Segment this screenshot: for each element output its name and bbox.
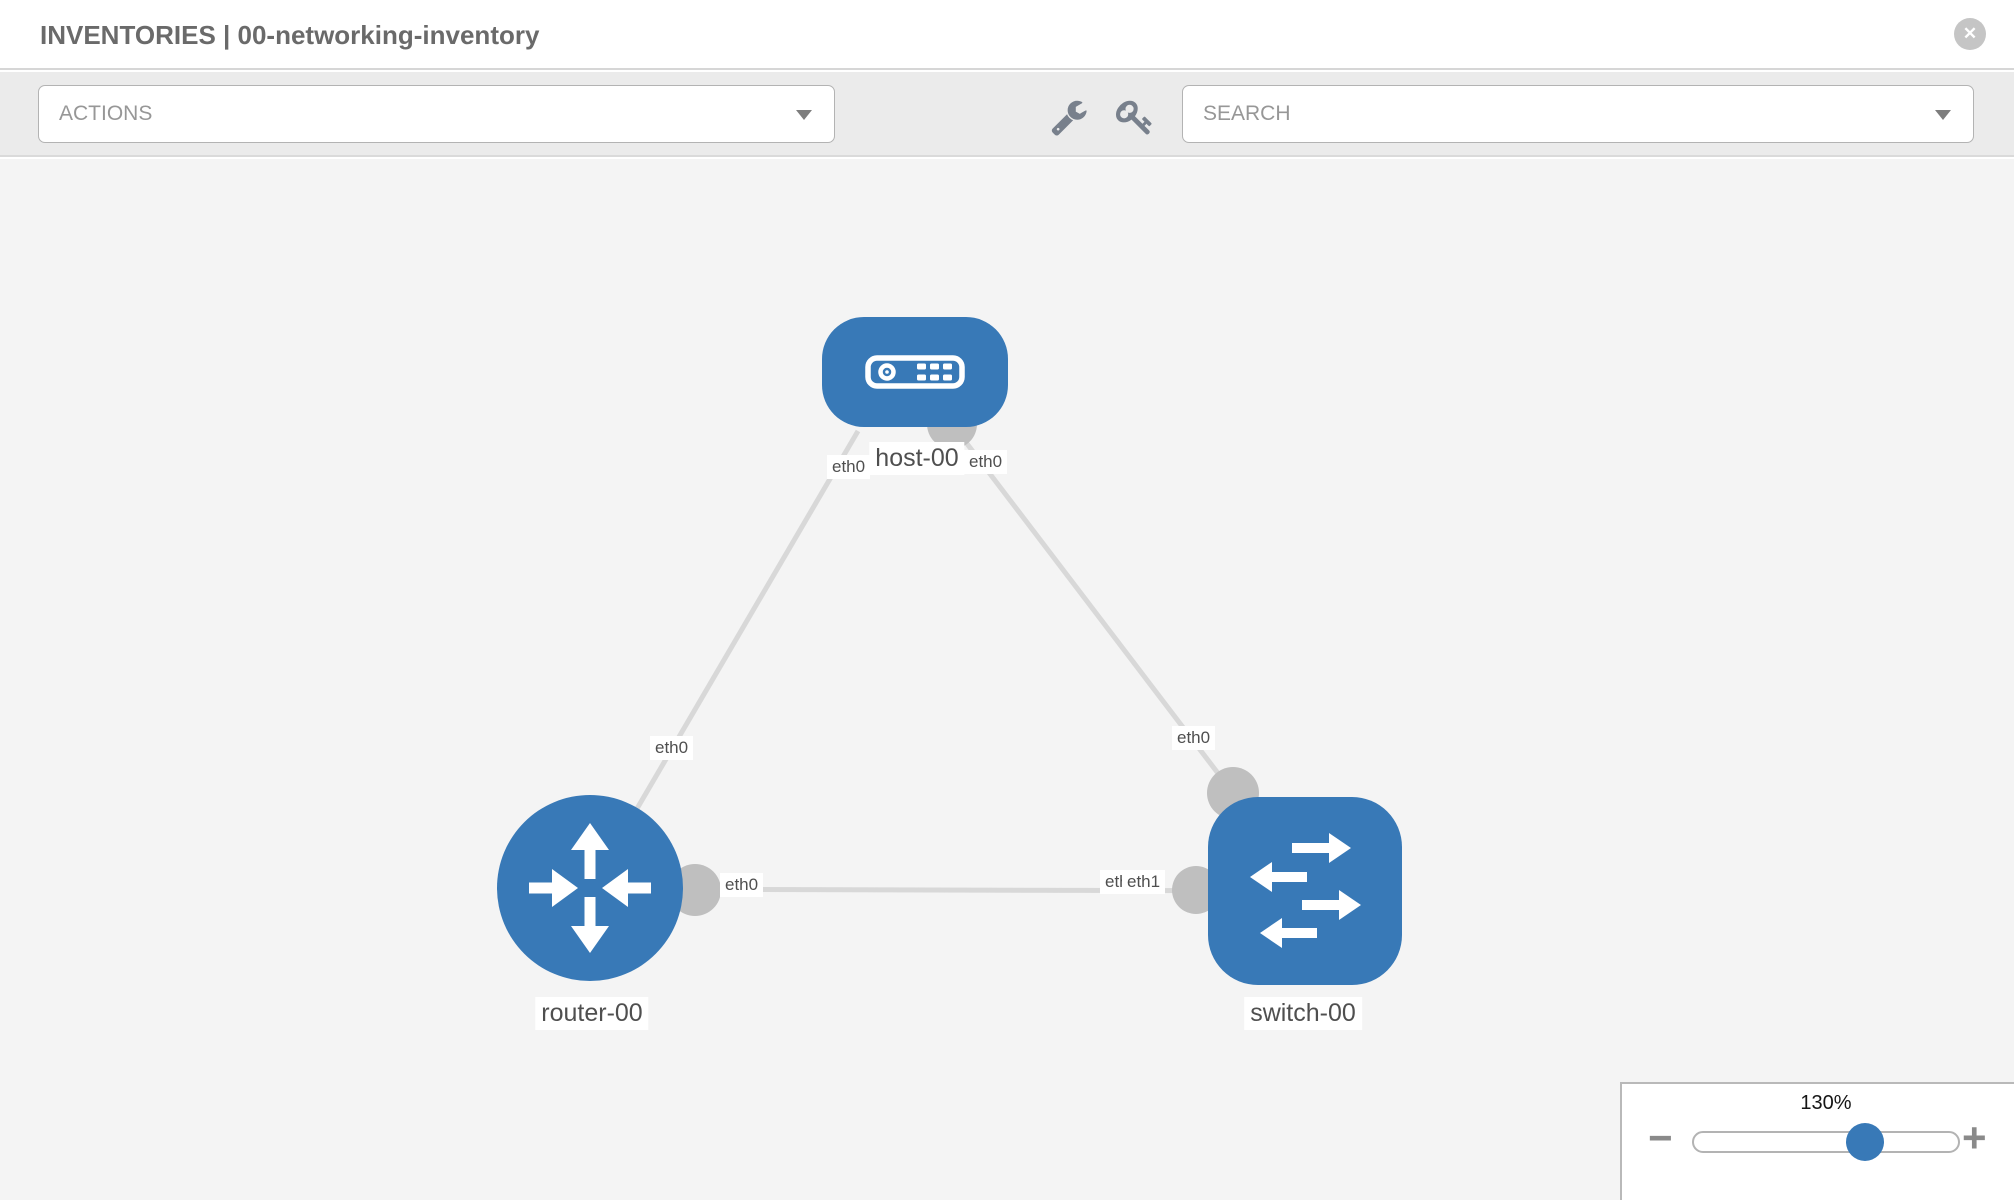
zoom-slider-thumb[interactable]: [1846, 1123, 1884, 1161]
node-switch-00[interactable]: [1208, 797, 1402, 985]
chevron-down-icon: [796, 110, 812, 120]
zoom-slider-track[interactable]: [1692, 1131, 1960, 1153]
port-label-switch-eth0: eth0: [1172, 726, 1216, 750]
host-icon: [865, 355, 965, 389]
node-label-host: host-00: [869, 442, 965, 475]
close-icon: ✕: [1962, 24, 1978, 43]
tools-button[interactable]: [1050, 98, 1088, 136]
zoom-control-panel: 130% − +: [1620, 1082, 2014, 1200]
key-icon: [1116, 100, 1152, 135]
search-input[interactable]: [1183, 86, 1883, 142]
port-label-link-router-side: eth0: [720, 873, 764, 897]
port-label-host-eth0-left: eth0: [827, 455, 871, 479]
wrench-icon: [1051, 100, 1087, 136]
node-label-switch: switch-00: [1244, 997, 1362, 1030]
port-label-router-eth0: eth0: [650, 736, 694, 760]
close-button[interactable]: ✕: [1954, 18, 1986, 50]
node-host-00[interactable]: [822, 317, 1008, 427]
toolbar: ACTIONS: [0, 72, 2014, 157]
zoom-level-value: 130%: [1800, 1092, 1852, 1114]
chevron-down-icon: [1935, 110, 1951, 120]
switch-icon: [1250, 833, 1361, 948]
router-icon: [529, 823, 651, 953]
zoom-out-button[interactable]: −: [1648, 1114, 1673, 1161]
port-label-link-switch-side-front: eth1: [1122, 870, 1166, 894]
page-title: INVENTORIES | 00-networking-inventory: [40, 20, 540, 50]
actions-dropdown[interactable]: ACTIONS: [38, 85, 835, 143]
zoom-in-button[interactable]: +: [1962, 1114, 1987, 1161]
search-dropdown[interactable]: [1182, 85, 1974, 143]
port-label-host-eth0-right: eth0: [964, 450, 1008, 474]
topology-links-layer: [587, 399, 1306, 916]
node-router-00[interactable]: [497, 795, 683, 981]
actions-dropdown-label: ACTIONS: [59, 102, 153, 125]
topology-canvas[interactable]: host-00 router-00 switch-00 eth0 eth0 et…: [0, 159, 2014, 1200]
node-label-router: router-00: [535, 997, 649, 1030]
credentials-button[interactable]: [1116, 98, 1154, 136]
header-bar: INVENTORIES | 00-networking-inventory ✕: [0, 0, 2014, 70]
